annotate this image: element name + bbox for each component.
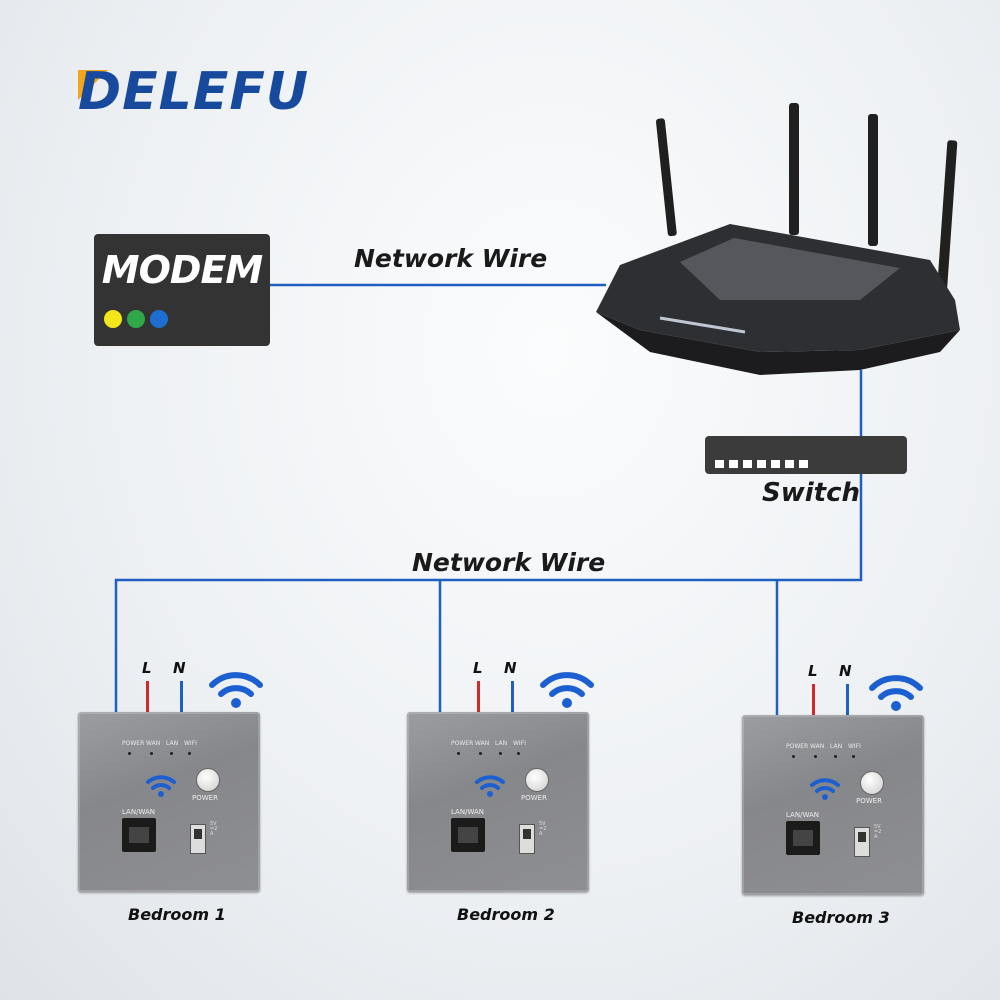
usb-rating: 5V=2A [539,821,547,837]
socket-unit-3: L N POWER WAN LAN WIFI POWER LAN/WAN 5V=… [742,658,932,927]
switch-port [729,460,738,468]
lan-port-label: LAN/WAN [451,808,485,816]
indicator-led [792,755,795,758]
indicator-label: POWER [451,740,474,747]
usb-port [854,827,870,857]
rj45-port [451,818,485,852]
socket-unit-1: L N POWER WAN LAN WIFI POWER LAN/WAN 5V=… [78,655,268,924]
switch-port [799,460,808,468]
power-button[interactable] [525,768,549,792]
router-icon [596,103,960,375]
power-label: POWER [856,797,882,805]
neutral-wire [180,681,183,712]
usb-port [190,824,206,854]
switch-distribution-wire [114,474,863,712]
brand-logo: DELEFU [78,62,309,122]
indicator-label: WAN [475,740,490,747]
neutral-label: N [173,659,186,677]
indicator-label: POWER [786,743,809,750]
indicator-led [814,755,817,758]
indicator-label: POWER [122,740,145,747]
live-wire [146,681,149,712]
indicator-label: LAN [830,743,843,750]
switch-label: Switch [762,478,861,508]
indicator-label: WAN [810,743,825,750]
switch-port [771,460,780,468]
room-label: Bedroom 3 [792,908,890,927]
usb-rating: 5V=2A [874,824,882,840]
indicator-led [188,752,191,755]
switch-port [743,460,752,468]
lan-port-label: LAN/WAN [786,811,820,819]
rj45-port [786,821,820,855]
rj45-port [122,818,156,852]
indicator-label: LAN [495,740,508,747]
indicator-led [834,755,837,758]
indicator-led [150,752,153,755]
live-wire [477,681,480,712]
bottom-wire-label: Network Wire [412,548,606,577]
neutral-wire [511,681,514,712]
switch-port [715,460,724,468]
indicator-led [457,752,460,755]
socket-unit-2: L N POWER WAN LAN WIFI POWER LAN/WAN 5V=… [407,655,597,924]
modem-led-blue [150,310,168,328]
indicator-label: WAN [146,740,161,747]
panel-wifi-icon [810,778,840,800]
wifi-icon [540,672,594,708]
indicator-label: WIFI [513,740,526,747]
indicator-label: LAN [166,740,179,747]
indicator-led [499,752,502,755]
wifi-icon [209,672,263,708]
neutral-label: N [839,662,852,680]
switch-port [785,460,794,468]
network-switch [705,436,907,474]
usb-rating: 5V=2A [210,821,218,837]
wifi-icon [869,675,923,711]
lan-port-label: LAN/WAN [122,808,156,816]
usb-port [519,824,535,854]
panel-wifi-icon [146,775,176,797]
room-label: Bedroom 2 [457,905,555,924]
power-label: POWER [192,794,218,802]
live-label: L [142,659,152,677]
live-wire [812,684,815,715]
live-label: L [473,659,483,677]
wall-socket-panel: POWER WAN LAN WIFI POWER LAN/WAN 5V=2A [78,712,260,892]
modem-box: MODEM [94,234,270,346]
wall-socket-panel: POWER WAN LAN WIFI POWER LAN/WAN 5V=2A [407,712,589,892]
neutral-label: N [504,659,517,677]
indicator-label: WIFI [184,740,197,747]
room-label: Bedroom 1 [128,905,226,924]
indicator-led [479,752,482,755]
switch-port [757,460,766,468]
modem-label: MODEM [101,248,263,292]
power-button[interactable] [196,768,220,792]
wall-socket-panel: POWER WAN LAN WIFI POWER LAN/WAN 5V=2A [742,715,924,895]
indicator-led [128,752,131,755]
brand-name: DELEFU [78,62,310,122]
indicator-led [170,752,173,755]
indicator-label: WIFI [848,743,861,750]
top-wire-label: Network Wire [354,244,548,273]
modem-led-yellow [104,310,122,328]
indicator-led [852,755,855,758]
modem-led-green [127,310,145,328]
panel-wifi-icon [475,775,505,797]
power-button[interactable] [860,771,884,795]
power-label: POWER [521,794,547,802]
neutral-wire [846,684,849,715]
indicator-led [517,752,520,755]
live-label: L [808,662,818,680]
